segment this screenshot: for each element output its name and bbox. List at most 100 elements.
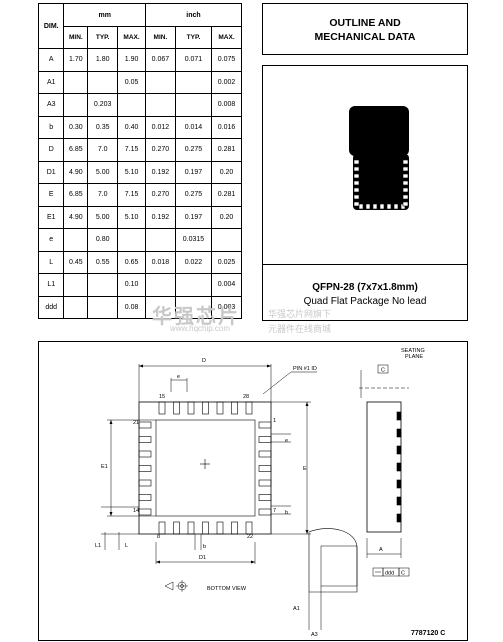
- value-cell: [174, 273, 213, 297]
- pad-bottom: [202, 521, 209, 535]
- package-name: QFPN-28 (7x7x1.8mm): [312, 282, 418, 293]
- label-A: A: [379, 547, 383, 553]
- label-D: D: [202, 358, 206, 364]
- value-cell: 0.05: [117, 70, 146, 94]
- pad-left: [138, 479, 152, 487]
- value-cell: 0.275: [174, 183, 213, 207]
- package-pad: [402, 187, 409, 193]
- pad-left: [138, 465, 152, 472]
- package-pad: [353, 159, 360, 165]
- value-cell: 0.80: [87, 228, 119, 252]
- side-pad: [396, 445, 402, 455]
- package-pad: [386, 203, 392, 210]
- mechanical-drawing: D e 15 28 21 1 14 7 8 22 PIN #1 ID: [95, 348, 445, 638]
- package-pad: [353, 173, 360, 179]
- pad-left: [138, 436, 152, 443]
- pad-bottom: [173, 521, 180, 535]
- subheader-2: MAX.: [117, 26, 146, 49]
- pad-top: [216, 401, 224, 415]
- value-cell: [174, 93, 213, 117]
- label-ddd: ddd: [385, 571, 394, 577]
- value-cell: 0.270: [144, 138, 176, 162]
- value-cell: [63, 295, 89, 319]
- value-cell: 0.071: [174, 48, 213, 72]
- dim-cell: D: [37, 138, 65, 162]
- value-cell: [63, 228, 89, 252]
- value-cell: 1.90: [117, 48, 146, 72]
- pad-bottom: [216, 521, 224, 535]
- value-cell: [87, 273, 119, 297]
- value-cell: 1.80: [87, 48, 119, 72]
- value-cell: [87, 295, 119, 319]
- seating-line1: SEATING: [401, 348, 425, 354]
- side-pad: [396, 428, 402, 438]
- value-cell: 6.85: [63, 138, 89, 162]
- value-cell: 5.00: [87, 160, 119, 184]
- value-cell: 5.10: [117, 205, 146, 229]
- seating-line2: PLANE: [405, 354, 423, 360]
- value-cell: 0.197: [174, 205, 213, 229]
- package-divider: [263, 264, 467, 265]
- outline-title-box: OUTLINE AND MECHANICAL DATA: [262, 3, 468, 55]
- pad-left: [138, 450, 152, 458]
- pad-top: [231, 401, 238, 415]
- value-cell: 0.275: [174, 138, 213, 162]
- package-pad: [393, 203, 399, 210]
- label-A1: A1: [293, 606, 300, 612]
- watermark-line2: 元器件在线商城: [268, 324, 332, 334]
- label-E: E: [303, 466, 307, 472]
- value-cell: 0.012: [144, 115, 176, 139]
- pad-left: [138, 421, 152, 429]
- pin-22: 15: [159, 394, 165, 400]
- mechanical-drawing-box: D e 15 28 21 1 14 7 8 22 PIN #1 ID: [38, 341, 468, 641]
- pad-right: [258, 494, 272, 501]
- value-cell: 0.022: [174, 250, 213, 274]
- pad-bottom: [245, 521, 253, 535]
- package-pad: [402, 159, 409, 165]
- dim-cell: A3: [37, 93, 65, 117]
- label-A3: A3: [311, 632, 318, 638]
- value-cell: 0.008: [211, 93, 242, 117]
- pin-7: 7: [273, 508, 276, 514]
- value-cell: 0.45: [63, 250, 89, 274]
- value-cell: 0.016: [211, 115, 242, 139]
- value-cell: 0.0315: [174, 228, 213, 252]
- value-cell: 0.004: [211, 273, 242, 297]
- package-description: Quad Flat Package No lead: [303, 296, 427, 307]
- label-e-top: e: [177, 374, 180, 380]
- pad-top: [202, 401, 209, 415]
- value-cell: 0.197: [174, 160, 213, 184]
- value-cell: [174, 295, 213, 319]
- value-cell: 0.192: [144, 205, 176, 229]
- label-b: b: [203, 544, 206, 550]
- pin1-label: PIN #1 ID: [293, 366, 317, 372]
- dim-cell: E1: [37, 205, 65, 229]
- pin-28: 28: [243, 394, 249, 400]
- value-cell: [63, 70, 89, 94]
- pad-top: [158, 401, 166, 415]
- side-pad: [396, 462, 402, 472]
- dim-cell: b: [37, 115, 65, 139]
- value-cell: [211, 228, 242, 252]
- package-pad: [365, 203, 371, 210]
- value-cell: 7.15: [117, 183, 146, 207]
- value-cell: 0.55: [87, 250, 119, 274]
- package-pad: [353, 180, 360, 186]
- pad-right: [258, 450, 272, 458]
- pad-bottom: [231, 521, 238, 535]
- pad-left: [138, 508, 152, 516]
- value-cell: 0.192: [144, 160, 176, 184]
- label-C: C: [381, 368, 385, 374]
- table-subheader-row: MIN.TYP.MAX.MIN.TYP.MAX.: [39, 26, 242, 49]
- subheader-5: MAX.: [211, 26, 242, 49]
- label-b-right: b: [285, 510, 288, 516]
- value-cell: 4.90: [63, 160, 89, 184]
- dim-cell: ddd: [37, 295, 65, 319]
